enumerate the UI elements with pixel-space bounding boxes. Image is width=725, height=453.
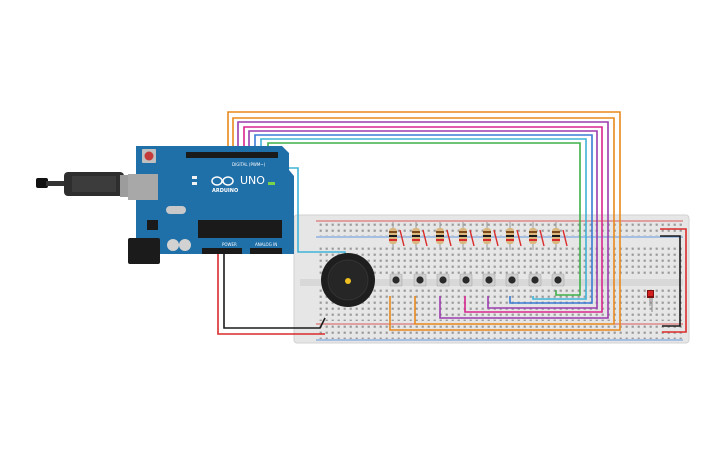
power-led xyxy=(268,182,275,185)
atmega-chip xyxy=(198,220,282,238)
jumper-wires[interactable] xyxy=(217,111,687,335)
power-header xyxy=(202,248,242,254)
resistor[interactable] xyxy=(483,222,499,250)
wire-orange xyxy=(227,111,621,331)
piezo-buzzer[interactable] xyxy=(321,253,375,307)
arduino-logo xyxy=(211,176,234,186)
wire-black-gnd xyxy=(223,253,326,329)
wire-red-power xyxy=(217,253,325,335)
pushbutton[interactable] xyxy=(389,273,403,287)
wire-red-rail xyxy=(660,228,687,333)
resistor[interactable] xyxy=(552,222,568,250)
wire-cyan xyxy=(260,138,587,300)
wire-blue xyxy=(254,134,593,304)
capacitor xyxy=(167,239,179,251)
resistor-array[interactable] xyxy=(389,222,568,250)
power-jack xyxy=(128,238,160,264)
pushbutton[interactable] xyxy=(551,273,565,287)
wire-black-rail xyxy=(660,235,681,327)
arduino-uno-board[interactable]: ARDUINO UNO DIGITAL (PWM~) POWER ANALOG … xyxy=(128,146,294,264)
usb-port xyxy=(128,174,158,200)
voltage-regulator xyxy=(147,220,158,230)
resistor[interactable] xyxy=(506,222,522,250)
capacitor xyxy=(179,239,191,251)
pushbutton[interactable] xyxy=(459,273,473,287)
wire-green xyxy=(267,142,581,296)
pushbutton[interactable] xyxy=(436,273,450,287)
wire-purple-2 xyxy=(248,130,598,309)
pushbutton[interactable] xyxy=(505,273,519,287)
wire-orange-2 xyxy=(232,117,615,325)
resistor[interactable] xyxy=(436,222,452,250)
wire-magenta xyxy=(243,126,603,313)
pushbutton[interactable] xyxy=(413,273,427,287)
crystal xyxy=(166,206,186,214)
resistor[interactable] xyxy=(529,222,545,250)
analog-label: ANALOG IN xyxy=(255,242,277,247)
brand-label: ARDUINO xyxy=(212,188,238,194)
wire-purple xyxy=(237,121,609,319)
analog-header xyxy=(250,248,282,254)
red-led[interactable] xyxy=(647,290,654,312)
resistor[interactable] xyxy=(459,222,475,250)
pushbutton[interactable] xyxy=(528,273,542,287)
power-label: POWER xyxy=(222,242,237,247)
pushbutton-array[interactable] xyxy=(389,273,565,287)
model-label: UNO xyxy=(240,174,265,187)
resistor[interactable] xyxy=(389,222,405,250)
digital-label: DIGITAL (PWM~) xyxy=(232,162,266,167)
resistor[interactable] xyxy=(412,222,428,250)
pushbutton[interactable] xyxy=(482,273,496,287)
usb-cable[interactable] xyxy=(36,172,142,197)
digital-header xyxy=(186,152,278,158)
